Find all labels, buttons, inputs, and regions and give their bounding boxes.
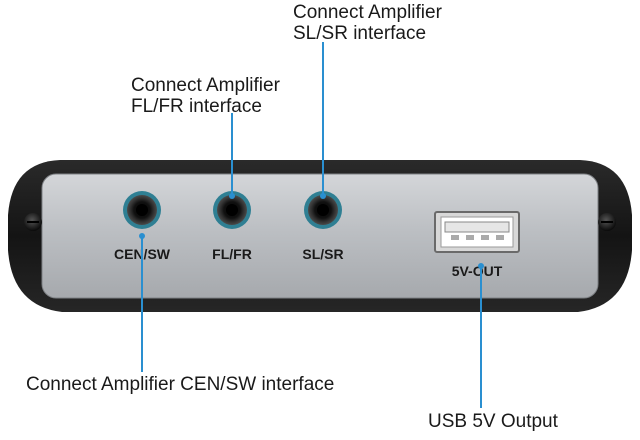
port-label-fl-fr: FL/FR	[212, 246, 252, 262]
pointer-slsr	[320, 42, 326, 199]
front-panel	[42, 174, 598, 298]
callout-flfr: Connect Amplifier FL/FR interface	[131, 75, 280, 117]
callout-flfr-line2: FL/FR interface	[131, 96, 262, 117]
callout-flfr-line1: Connect Amplifier	[131, 75, 280, 96]
callout-usb-line1: USB 5V Output	[428, 411, 558, 432]
port-label-usb: 5V-OUT	[452, 263, 503, 279]
callout-slsr-line2: SL/SR interface	[293, 23, 427, 44]
callout-cen: Connect Amplifier CEN/SW interface	[26, 374, 334, 395]
callout-slsr: Connect Amplifier SL/SR interface	[293, 2, 442, 44]
callout-usb: USB 5V Output	[428, 411, 558, 432]
jack-sl-sr[interactable]	[304, 191, 342, 229]
jack-cen-sw[interactable]	[123, 191, 161, 229]
callout-cen-line1: Connect Amplifier CEN/SW interface	[26, 374, 335, 395]
jack-fl-fr[interactable]	[213, 191, 251, 229]
screw-left-icon	[24, 213, 42, 231]
pointer-cen	[139, 233, 145, 372]
screw-right-icon	[598, 213, 616, 231]
usb-port[interactable]	[434, 211, 520, 253]
pointer-flfr	[229, 113, 235, 199]
port-label-sl-sr: SL/SR	[302, 246, 343, 262]
pointer-usb	[478, 263, 484, 408]
callout-slsr-line1: Connect Amplifier	[293, 2, 442, 23]
